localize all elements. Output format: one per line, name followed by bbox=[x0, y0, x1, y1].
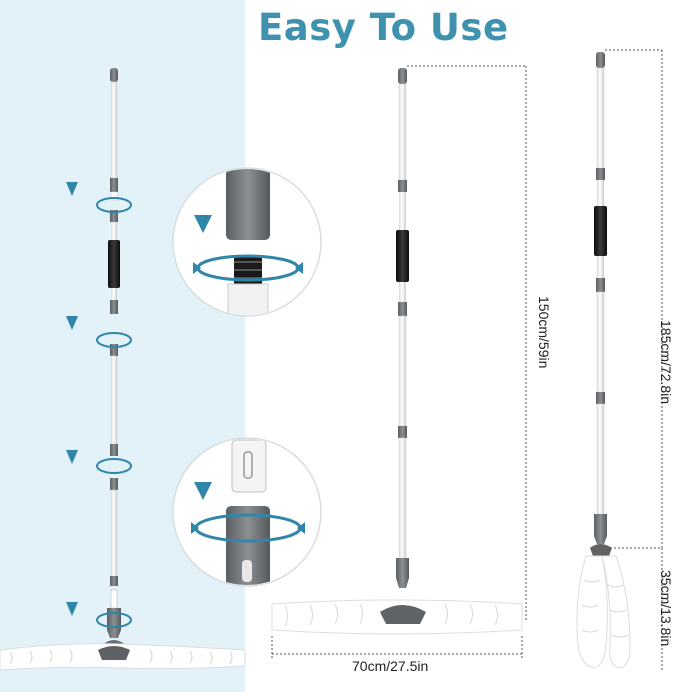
mop-long-configuration bbox=[576, 52, 631, 669]
down-arrow-icons bbox=[66, 182, 78, 616]
mop-short-configuration bbox=[271, 68, 523, 635]
twist-arrow-icons bbox=[96, 197, 132, 628]
page-title: Easy To Use bbox=[258, 6, 509, 49]
height-185-label: 185cm/72.8in bbox=[658, 320, 674, 405]
head-width-label: 70cm/27.5in bbox=[352, 658, 429, 674]
dimension-lines bbox=[271, 49, 663, 670]
zoom-thread-connector bbox=[172, 167, 322, 317]
height-150-label: 150cm/59in bbox=[536, 296, 552, 369]
disassembled-pole bbox=[0, 68, 246, 671]
head-height-label: 35cm/13.8in bbox=[658, 570, 674, 647]
zoom-clip-connector bbox=[172, 437, 322, 587]
